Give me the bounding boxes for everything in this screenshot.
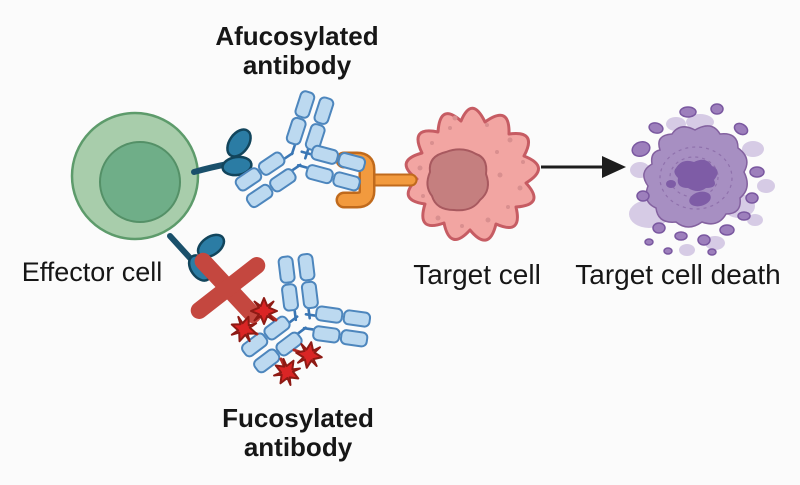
fc-receptor-top-lobe xyxy=(221,155,253,177)
fc-arm xyxy=(241,315,307,374)
effector-cell-nucleus xyxy=(99,141,181,223)
fucose-star-icon xyxy=(250,297,278,325)
target-cell-speckles xyxy=(417,115,525,228)
apoptotic-cell xyxy=(629,103,775,256)
label-fucosylated-antibody: Fucosylated antibody xyxy=(222,404,374,462)
label-afucosylated-line1: Afucosylated xyxy=(215,21,379,51)
target-cell xyxy=(404,106,540,242)
fucose-star-icon xyxy=(295,341,323,369)
fucose-glycans xyxy=(230,297,323,386)
fab-arm xyxy=(285,90,335,160)
fucose-star-icon xyxy=(230,315,258,343)
blocked-x-icon xyxy=(190,252,266,324)
label-fucosylated-line2: antibody xyxy=(243,432,353,462)
label-target-cell-death: Target cell death xyxy=(575,259,781,290)
fc-receptor-top xyxy=(191,128,253,177)
fab-arm xyxy=(277,252,319,322)
apoptotic-fragments xyxy=(666,159,718,207)
fc-receptor-top-lobe xyxy=(226,128,252,158)
fc-arm xyxy=(296,144,367,192)
label-afucosylated-line2: antibody xyxy=(242,50,352,80)
fucose-star-icon xyxy=(273,358,301,386)
effector-cell xyxy=(70,111,200,241)
label-target-cell: Target cell xyxy=(413,259,541,290)
fab-arm xyxy=(302,305,372,348)
label-fucosylated-line1: Fucosylated xyxy=(222,403,374,433)
fc-receptor-bottom-stem xyxy=(167,233,193,261)
right-arrow-icon xyxy=(541,156,626,178)
apoptotic-blebs xyxy=(631,103,765,256)
target-cell-nucleus xyxy=(426,148,489,212)
afucosylated-antibody xyxy=(234,90,367,209)
label-effector-cell: Effector cell xyxy=(21,257,163,287)
label-afucosylated-antibody: Afucosylated antibody xyxy=(215,22,378,80)
fab-arm xyxy=(234,151,302,209)
fucosylated-antibody xyxy=(241,252,372,374)
